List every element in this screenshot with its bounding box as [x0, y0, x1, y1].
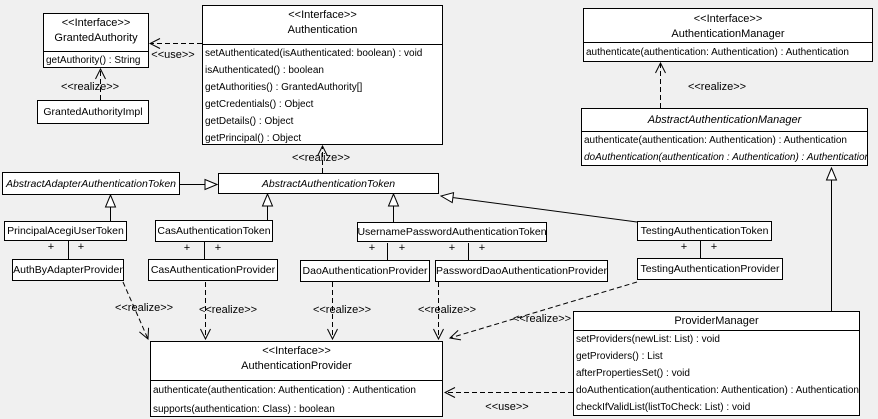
stereotype-label: <<Interface>> [61, 17, 131, 29]
method: getCredentials() : Object [205, 99, 314, 110]
class-name: CasAuthenticationToken [157, 225, 271, 237]
class-box-abstract-adapter-authentication-token[interactable]: AbstractAdapterAuthenticationToken [2, 172, 180, 195]
class-name: ProviderManager [674, 315, 759, 327]
method: getProviders() : List [576, 351, 663, 362]
association-plus-label: + [77, 241, 85, 253]
class-name: TestingAuthenticationProvider [640, 263, 780, 275]
class-name: DaoAuthenticationProvider [302, 265, 428, 277]
method: checkIfValidList(listToCheck: List) : vo… [576, 402, 751, 413]
class-name: PrincipalAcegiUserToken [7, 225, 124, 237]
method: authenticate(authentication: Authenticat… [584, 135, 847, 146]
class-name: PasswordDaoAuthenticationProvider [436, 265, 608, 277]
method-compartment: authenticate(authentication: Authenticat… [584, 42, 872, 61]
class-header: ProviderManager [574, 312, 859, 330]
class-box-testing-authentication-provider[interactable]: TestingAuthenticationProvider [637, 258, 783, 280]
realize-stereotype-label: <<realize>> [114, 302, 174, 314]
association-plus-label: + [47, 241, 55, 253]
class-box-cas-authentication-token[interactable]: CasAuthenticationToken [155, 220, 273, 242]
class-box-granted-authority-impl[interactable]: GrantedAuthorityImpl [37, 100, 149, 124]
class-box-authentication-provider[interactable]: <<Interface>> AuthenticationProvider aut… [150, 341, 443, 417]
realize-stereotype-label: <<realize>> [312, 304, 372, 316]
abstract-method: doAuthentication(authentication : Authen… [584, 152, 868, 163]
generalization-testing-token-to-abstract-token [441, 196, 638, 223]
class-header: <<Interface>> Authentication [203, 6, 442, 44]
method: authenticate(authentication: Authenticat… [153, 385, 416, 396]
method: getAuthorities() : GrantedAuthority[] [205, 82, 363, 93]
realize-stereotype-label: <<realize>> [198, 304, 258, 316]
method: setProviders(newList: List) : void [576, 334, 720, 345]
realize-stereotype-label: <<realize>> [60, 81, 120, 93]
class-box-auth-by-adapter-provider[interactable]: AuthByAdapterProvider [12, 259, 124, 281]
class-name: AuthenticationProvider [241, 360, 352, 372]
class-box-authentication[interactable]: <<Interface>> Authentication setAuthenti… [202, 5, 443, 145]
method-compartment: authenticate(authentication: Authenticat… [151, 380, 442, 416]
method: isAuthenticated() : boolean [205, 65, 324, 76]
class-box-abstract-authentication-manager[interactable]: AbstractAuthenticationManager authentica… [581, 108, 868, 166]
method: afterPropertiesSet() : void [576, 368, 690, 379]
class-box-username-password-authentication-token[interactable]: UsernamePasswordAuthenticationToken [357, 222, 547, 242]
association-plus-label: + [710, 241, 718, 253]
method-compartment: authenticate(authentication: Authenticat… [582, 131, 868, 165]
class-name: TestingAuthenticationToken [640, 225, 769, 237]
class-name: AuthByAdapterProvider [13, 264, 123, 276]
class-header: <<Interface>> GrantedAuthority [44, 14, 148, 51]
stereotype-label: <<Interface>> [262, 345, 331, 357]
association-plus-label: + [448, 242, 456, 254]
class-name: CasAuthenticationProvider [150, 264, 276, 276]
class-box-granted-authority[interactable]: <<Interface>> GrantedAuthority getAuthor… [43, 13, 149, 68]
class-name: AbstractAdapterAuthenticationToken [5, 177, 177, 190]
association-plus-label: + [368, 242, 376, 254]
stereotype-label: <<Interface>> [693, 13, 763, 25]
use-stereotype-label: <<use>> [151, 49, 195, 61]
class-box-testing-authentication-token[interactable]: TestingAuthenticationToken [637, 221, 772, 241]
method-compartment: setAuthenticated(isAuthenticated: boolea… [203, 44, 442, 144]
class-box-principal-acegi-user-token[interactable]: PrincipalAcegiUserToken [4, 221, 127, 241]
class-name: GrantedAuthorityImpl [43, 106, 143, 118]
class-name: AbstractAuthenticationToken [261, 177, 396, 190]
class-box-password-dao-authentication-provider[interactable]: PasswordDaoAuthenticationProvider [435, 260, 608, 282]
method-compartment: getAuthority() : String [44, 51, 148, 67]
method: doAuthentication(authentication: Authent… [576, 385, 859, 396]
method: getAuthority() : String [46, 55, 141, 66]
class-box-abstract-authentication-token[interactable]: AbstractAuthenticationToken [218, 173, 439, 194]
class-box-authentication-manager[interactable]: <<Interface>> AuthenticationManager auth… [583, 8, 873, 62]
class-box-provider-manager[interactable]: ProviderManager setProviders(newList: Li… [573, 311, 860, 416]
association-plus-label: + [398, 242, 406, 254]
method-compartment: setProviders(newList: List) : void getPr… [574, 330, 859, 416]
method: authenticate(authentication: Authenticat… [586, 47, 849, 58]
method: getPrincipal() : Object [205, 133, 302, 144]
class-name: Authentication [287, 24, 358, 36]
use-stereotype-label: <<use>> [485, 401, 529, 413]
class-box-dao-authentication-provider[interactable]: DaoAuthenticationProvider [300, 260, 430, 282]
realize-testing-provider [450, 281, 638, 338]
association-plus-label: + [214, 242, 222, 254]
realize-stereotype-label: <<realize>> [512, 313, 572, 325]
class-box-cas-authentication-provider[interactable]: CasAuthenticationProvider [148, 259, 278, 281]
realize-stereotype-label: <<realize>> [417, 304, 477, 316]
class-header: <<Interface>> AuthenticationProvider [151, 342, 442, 380]
class-header: AbstractAuthenticationManager [582, 109, 867, 131]
association-plus-label: + [183, 242, 191, 254]
class-name: GrantedAuthority [54, 32, 138, 44]
class-name: UsernamePasswordAuthenticationToken [357, 226, 547, 238]
realize-auth-by-adapter-provider [122, 281, 148, 339]
class-header: <<Interface>> AuthenticationManager [584, 9, 872, 42]
realize-stereotype-label: <<realize>> [291, 152, 351, 164]
association-plus-label: + [680, 241, 688, 253]
method: supports(authentication: Class) : boolea… [153, 404, 335, 415]
method: setAuthenticated(isAuthenticated: boolea… [205, 48, 423, 59]
class-name: AbstractAuthenticationManager [647, 114, 802, 126]
association-plus-label: + [478, 242, 486, 254]
class-name: AuthenticationManager [671, 28, 785, 40]
stereotype-label: <<Interface>> [288, 9, 357, 21]
method: getDetails() : Object [205, 116, 294, 127]
realize-stereotype-label: <<realize>> [687, 81, 747, 93]
